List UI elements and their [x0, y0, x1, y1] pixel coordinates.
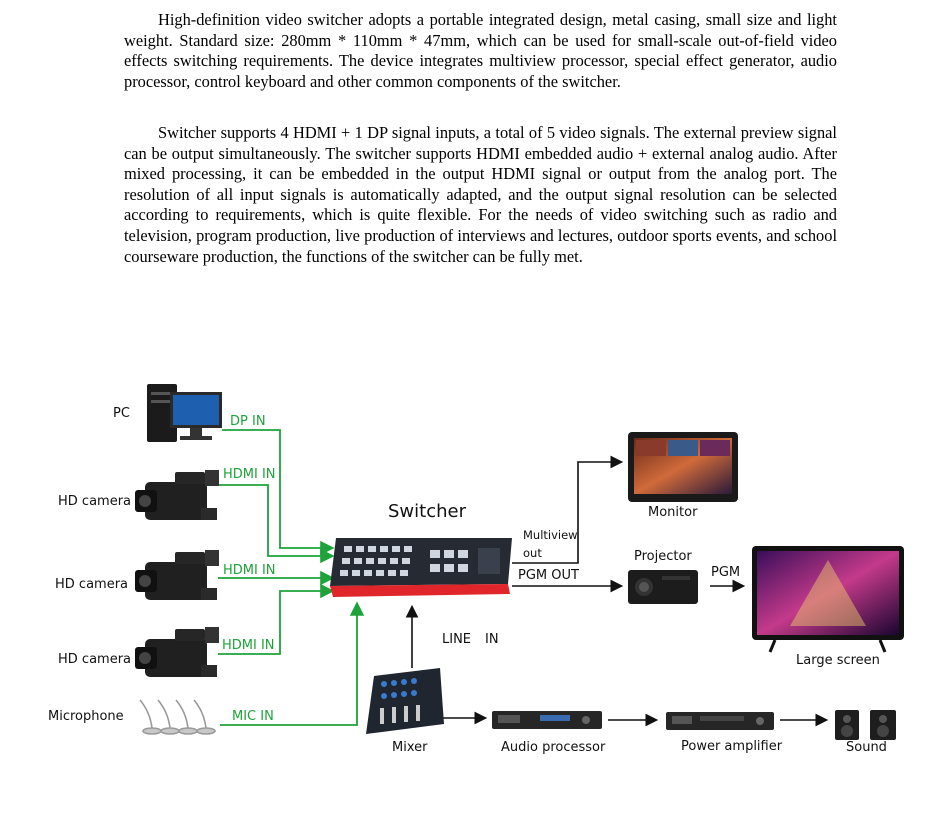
microphone-label: Microphone — [48, 709, 124, 724]
intro-paragraph-1: High-definition video switcher adopts a … — [124, 10, 837, 91]
microphone-icon — [139, 699, 216, 735]
large-screen-label: Large screen — [796, 653, 880, 668]
hd-camera-label-1: HD camera — [58, 494, 132, 509]
hd-camera-icon-1 — [135, 470, 219, 520]
line-in-label-suffix: IN — [485, 632, 499, 647]
pc-label: PC — [113, 406, 130, 421]
large-screen-icon — [752, 546, 904, 653]
hdmi-in-label-2: HDMI IN — [223, 563, 276, 578]
hd-camera-icon-2 — [135, 550, 219, 600]
sound-speaker-icon — [835, 710, 896, 740]
multiview-out-label-line2: out — [523, 546, 542, 560]
audio-processor-label: Audio processor — [501, 740, 606, 755]
pgm-label: PGM — [711, 565, 741, 580]
projector-icon — [628, 570, 698, 604]
dp-in-label: DP IN — [230, 414, 266, 429]
mixer-icon — [366, 668, 444, 734]
pgm-out-label: PGM OUT — [518, 568, 579, 583]
intro-paragraph-2: Switcher supports 4 HDMI + 1 DP signal i… — [124, 123, 837, 266]
hd-camera-label-2: HD camera — [55, 577, 129, 592]
sound-label: Sound — [846, 740, 887, 755]
multiview-out-label-line1: Multiview — [523, 528, 578, 542]
projector-label: Projector — [634, 549, 692, 564]
power-amplifier-label: Power amplifier — [681, 739, 783, 754]
hd-camera-label-3: HD camera — [58, 652, 132, 667]
input-signal-lines — [218, 429, 365, 726]
mixer-label: Mixer — [392, 740, 428, 755]
mic-in-label: MIC IN — [232, 709, 274, 724]
switcher-label: Switcher — [388, 501, 466, 522]
switcher-icon — [330, 538, 512, 597]
power-amplifier-icon — [666, 712, 774, 730]
pc-icon — [147, 384, 222, 442]
line-in-label: LINE — [442, 632, 472, 647]
monitor-icon — [628, 432, 738, 502]
hdmi-in-label-1: HDMI IN — [223, 467, 276, 482]
output-signal-lines — [405, 455, 829, 727]
monitor-label: Monitor — [648, 505, 698, 520]
hd-camera-icon-3 — [135, 627, 219, 677]
hdmi-in-label-3: HDMI IN — [222, 638, 275, 653]
audio-processor-icon — [492, 711, 602, 729]
